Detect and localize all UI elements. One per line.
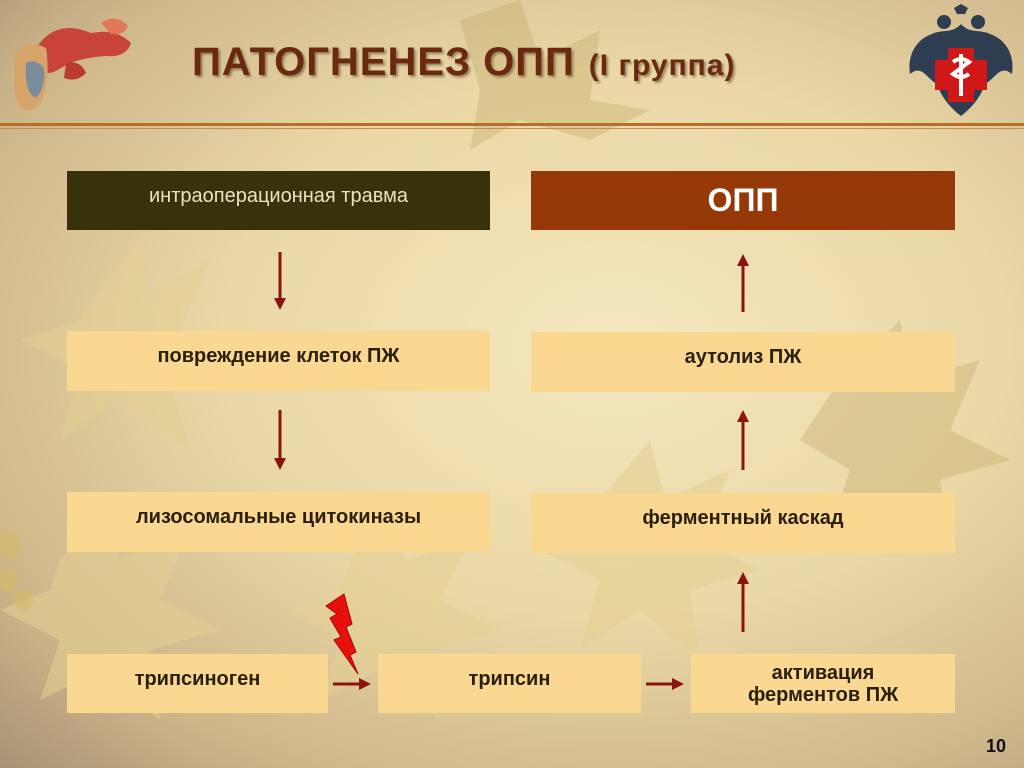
slide-title: ПАТОГНЕНЕЗ ОПП (I группа) <box>192 40 735 100</box>
box-autolysis: аутолиз ПЖ <box>531 332 955 392</box>
box-activation-line1: активация <box>771 661 875 684</box>
box-autolysis-label: аутолиз ПЖ <box>684 346 802 368</box>
box-lysosomal: лизосомальные цитокиназы <box>67 492 490 552</box>
box-cell-damage: повреждение клеток ПЖ <box>67 331 490 391</box>
box-cascade: ферментный каскад <box>531 493 955 553</box>
box-opp: ОПП <box>531 171 955 230</box>
page-number: 10 <box>986 736 1007 756</box>
box-trypsin-label: трипсин <box>468 668 551 690</box>
pancreas-organ-icon <box>13 18 131 111</box>
box-opp-label: ОПП <box>707 182 779 218</box>
double-headed-eagle-emblem-icon <box>909 4 1013 116</box>
box-trypsinogen-label: трипсиноген <box>134 668 261 690</box>
title-rule-thin <box>0 128 1024 129</box>
box-cell-damage-label: повреждение клеток ПЖ <box>157 345 400 367</box>
box-trypsinogen: трипсиноген <box>67 654 328 713</box>
box-trypsin: трипсин <box>378 654 641 713</box>
box-lysosomal-label: лизосомальные цитокиназы <box>135 506 422 528</box>
title-main: ПАТОГНЕНЕЗ ОПП <box>192 40 575 84</box>
box-trauma-label: интраоперационная травма <box>149 185 408 207</box>
title-rule <box>0 123 1024 126</box>
box-cascade-label: ферментный каскад <box>642 507 844 529</box>
title-group: (I группа) <box>588 49 736 82</box>
box-activation-line2: ферментов ПЖ <box>747 683 899 706</box>
lightning-bolt-icon <box>325 593 359 675</box>
box-trauma: интраоперационная травма <box>67 171 490 230</box>
box-activation: активация ферментов ПЖ <box>691 654 955 713</box>
